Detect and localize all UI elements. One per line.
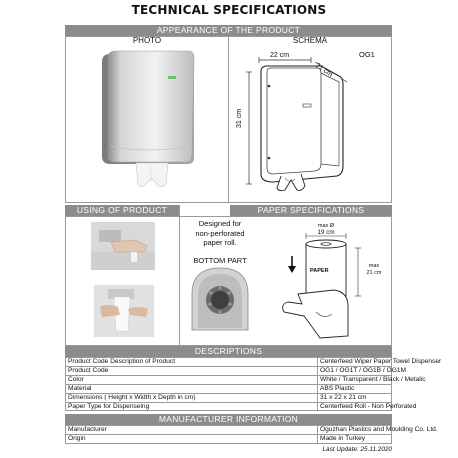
paper-spec-header: PAPER SPECIFICATIONS (230, 205, 392, 216)
usage-divider (179, 205, 180, 346)
photo-label: PHOTO (132, 36, 162, 45)
paper-roll-text: PAPER (310, 268, 329, 274)
row-label: Paper Type for Dispenseing (65, 401, 318, 412)
max-diameter-label: max Ø (317, 223, 335, 229)
page-title: TECHNICAL SPECIFICATIONS (131, 3, 327, 17)
row-value: Made in Turkey (317, 433, 392, 444)
manufacturer-header: MANUFACTURER INFORMATION (65, 414, 392, 425)
max-height-label: max (368, 263, 380, 269)
paper-roll-diagram (282, 233, 361, 339)
dim-height-label: 31 cm (236, 108, 243, 128)
row-label: Product Code Description of Product (65, 357, 318, 367)
row-label: Manufacturer (65, 425, 318, 435)
appearance-header: APPEARANCE OF THE PRODUCT (65, 25, 392, 36)
row-value: Oguzhan Plastics and Moulding Co. Ltd. (317, 425, 438, 435)
row-label: Dimensions ( Height x Width x Depth in c… (65, 392, 318, 403)
paper-note-line-3: paper roll. (203, 238, 237, 247)
row-label: Color (65, 374, 318, 385)
bottom-part-label: BOTTOM PART (193, 256, 247, 265)
row-value: ABS Plastic (317, 383, 392, 394)
dim-width-label: 22 cm (270, 52, 290, 59)
usage-header: USING OF PRODUCT (65, 205, 179, 216)
height-value: 21 cm (366, 270, 382, 276)
usage-paper-frame (65, 216, 392, 346)
row-value: 31 x 22 x 21 cm (317, 392, 392, 403)
product-photo (102, 50, 195, 187)
row-value: Centerfeed Roll - Non Perforated (317, 401, 416, 412)
row-value: White / Transparent / Black / Metalic (317, 374, 426, 385)
diameter-value: 19 cm (317, 229, 335, 236)
paper-note: Designed for non-perforated paper roll. (180, 219, 260, 248)
row-label: Product Code (65, 365, 318, 376)
paper-note-line-2: non-perforated (195, 228, 245, 238)
row-value: Centerfeed Wiper Paper Towel Dispenser (317, 357, 441, 367)
row-label: Material (65, 383, 318, 394)
table-row: Dimensions ( Height x Width x Depth in c… (65, 392, 392, 403)
usage-photo-2 (94, 285, 154, 337)
row-label: Origin (65, 433, 318, 444)
usage-photo-1 (91, 222, 155, 270)
last-update: Last Update: 25.11.2020 (322, 446, 392, 453)
paper-note-line-1: Designed for (198, 219, 242, 228)
row-value: OG1 / OG1T / OG1B / OG1M (317, 365, 406, 376)
bottom-part-image (191, 267, 249, 331)
model-code: OG1 (359, 50, 375, 59)
descriptions-header: DESCRIPTIONS (65, 346, 392, 357)
schema-label: SCHEMA (292, 36, 328, 45)
appearance-divider (228, 36, 229, 203)
schema-drawing (246, 57, 348, 192)
